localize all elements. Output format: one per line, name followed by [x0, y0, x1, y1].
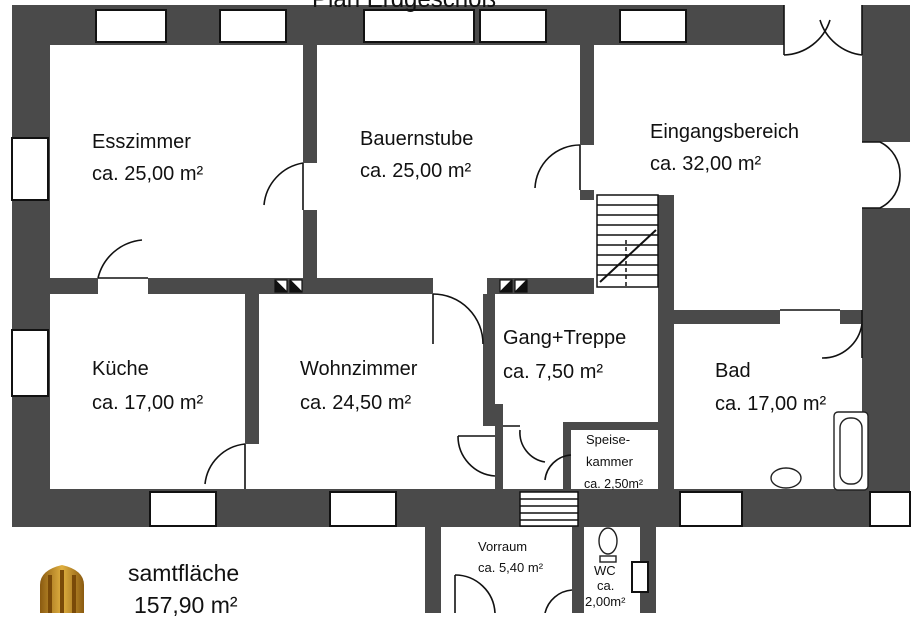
room-name-esszimmer: Esszimmer [92, 131, 191, 153]
window-bottom-2 [329, 491, 397, 527]
wall-int-v1 [303, 45, 317, 163]
window-top-5 [619, 9, 687, 43]
total-value: 157,90 m² [134, 592, 238, 618]
window-top-2 [219, 9, 287, 43]
wall-int-v3 [658, 195, 674, 310]
wall-int-v3b [658, 310, 674, 489]
window-bottom-1 [149, 491, 217, 527]
room-area-vorraum: ca. 5,40 m² [478, 560, 544, 575]
room-name-bad: Bad [715, 360, 751, 382]
room-name-wohnzimmer: Wohnzimmer [300, 358, 418, 380]
walls [12, 5, 910, 613]
wall-int-v5 [483, 294, 495, 404]
room-name-wc: WC [594, 563, 616, 578]
wall-int-v1b [303, 210, 317, 278]
wall-int-h3 [674, 310, 780, 324]
wall-int-h4 [495, 426, 503, 489]
window-bottom-4 [869, 491, 911, 527]
room-area-bauernstube: ca. 25,00 m² [360, 160, 472, 182]
chimneys [274, 279, 528, 293]
room-name-vorraum: Vorraum [478, 539, 528, 554]
room-name-speis-2: kammer [586, 454, 633, 469]
room-name-speis-1: Speise- [586, 432, 631, 447]
bath-fixtures [598, 411, 869, 563]
wall-int-v2b [580, 190, 594, 200]
room-name-kueche: Küche [92, 358, 149, 380]
stair-upper [596, 194, 659, 288]
room-area-wc: 2,00m² [585, 594, 626, 609]
wall-right-lower [862, 208, 910, 527]
room-area-bad: ca. 17,00 m² [715, 393, 827, 415]
total-label: samtfläche [128, 560, 240, 586]
room-area-kueche: ca. 17,00 m² [92, 392, 204, 414]
wall-int-h2 [487, 278, 594, 294]
wall-bottom [12, 489, 910, 527]
window-top-4 [479, 9, 547, 43]
doors [97, 5, 901, 613]
room-area-wohnzimmer: ca. 24,50 m² [300, 392, 412, 414]
room-area-gang: ca. 7,50 m² [503, 361, 604, 383]
window-left-2 [11, 329, 49, 397]
sink [770, 467, 802, 489]
wall-int-h1 [50, 278, 98, 294]
wall-int-v4 [245, 294, 259, 444]
plan-title: Plan Erdgeschoß [312, 0, 496, 12]
room-name-bauernstube: Bauernstube [360, 128, 474, 150]
annex-wall-mid [572, 527, 584, 613]
wall-int-h5 [563, 422, 658, 430]
stairs [519, 194, 659, 527]
room-area-speis: ca. 2,50m² [584, 477, 644, 491]
window-top-1 [95, 9, 167, 43]
annex-wall-left [425, 527, 441, 613]
room-name-gang: Gang+Treppe [503, 327, 627, 349]
wall-right-upper [862, 5, 910, 142]
window-left-1 [11, 137, 49, 201]
room-area-eingang: ca. 32,00 m² [650, 153, 762, 175]
room-wc-ca: ca. [597, 578, 615, 593]
room-name-eingang: Eingangsbereich [650, 121, 799, 143]
wall-int-h3b [840, 310, 862, 324]
wall-int-v6 [563, 426, 571, 489]
window-annex [631, 561, 649, 593]
logo [40, 565, 84, 613]
toilet [598, 527, 618, 555]
room-area-esszimmer: ca. 25,00 m² [92, 163, 204, 185]
windows [11, 9, 911, 593]
wall-left [12, 5, 50, 527]
window-bottom-3 [679, 491, 743, 527]
wall-int-v2 [580, 45, 594, 145]
stair-lower [519, 491, 579, 527]
wall-int-v5b [483, 404, 503, 426]
window-top-3 [363, 9, 475, 43]
